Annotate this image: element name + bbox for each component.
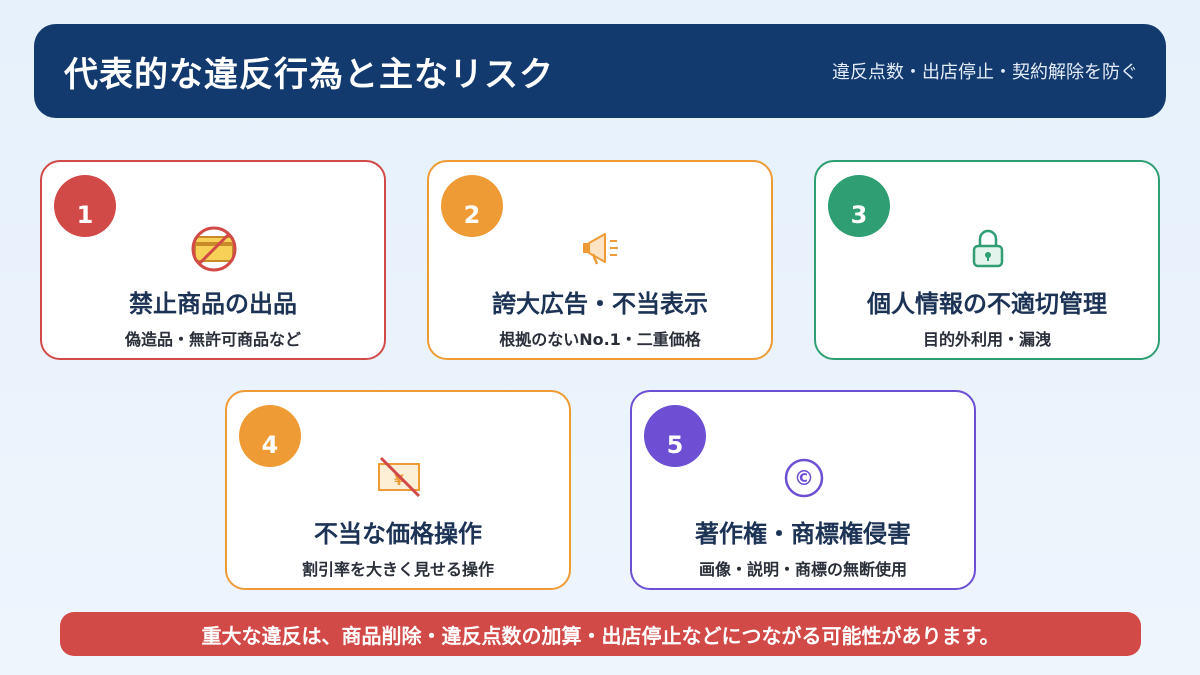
card-privacy: 3 個人情報の不適切管理 目的外利用・漏洩: [814, 160, 1160, 360]
card-title: 誇大広告・不当表示: [492, 290, 708, 318]
prohibited-card-icon: [190, 224, 238, 272]
card-description: 画像・説明・商標の無断使用: [698, 560, 907, 579]
card-prohibited-items: 1 禁止商品の出品 偽造品・無許可商品など: [40, 160, 386, 360]
number-badge: 5: [644, 405, 706, 467]
card-description: 目的外利用・漏洩: [922, 330, 1051, 349]
svg-text:¥: ¥: [394, 473, 404, 489]
card-description: 偽造品・無許可商品など: [124, 330, 301, 349]
card-title: 不当な価格操作: [314, 520, 482, 548]
card-misleading-ads: 2 誇大広告・不当表示 根拠のないNo.1・二重価格: [427, 160, 773, 360]
card-description: 割引率を大きく見せる操作: [301, 560, 494, 579]
copyright-icon: ©: [780, 454, 828, 502]
number-badge: 1: [54, 175, 116, 237]
card-ip-infringement: 5 © 著作権・商標権侵害 画像・説明・商標の無断使用: [630, 390, 976, 590]
card-price-manipulation: 4 ¥ 不当な価格操作 割引率を大きく見せる操作: [225, 390, 571, 590]
card-title: 著作権・商標権侵害: [695, 520, 911, 548]
card-title: 禁止商品の出品: [129, 290, 297, 318]
lock-icon: [964, 224, 1012, 272]
card-title: 個人情報の不適切管理: [867, 290, 1107, 318]
warning-text: 重大な違反は、商品削除・違反点数の加算・出店停止などにつながる可能性があります。: [201, 623, 1000, 648]
page-subtitle: 違反点数・出店停止・契約解除を防ぐ: [832, 62, 1138, 83]
card-description: 根拠のないNo.1・二重価格: [499, 330, 701, 349]
number-badge: 2: [441, 175, 503, 237]
number-badge: 3: [828, 175, 890, 237]
warning-banner: 重大な違反は、商品削除・違反点数の加算・出店停止などにつながる可能性があります。: [60, 612, 1141, 656]
page-title: 代表的な違反行為と主なリスク: [64, 54, 554, 95]
number-badge: 4: [239, 405, 301, 467]
megaphone-icon: [577, 224, 625, 272]
header-banner: 代表的な違反行為と主なリスク 違反点数・出店停止・契約解除を防ぐ: [34, 24, 1166, 118]
svg-text:©: ©: [794, 466, 814, 490]
prohibited-price-icon: ¥: [375, 454, 423, 502]
